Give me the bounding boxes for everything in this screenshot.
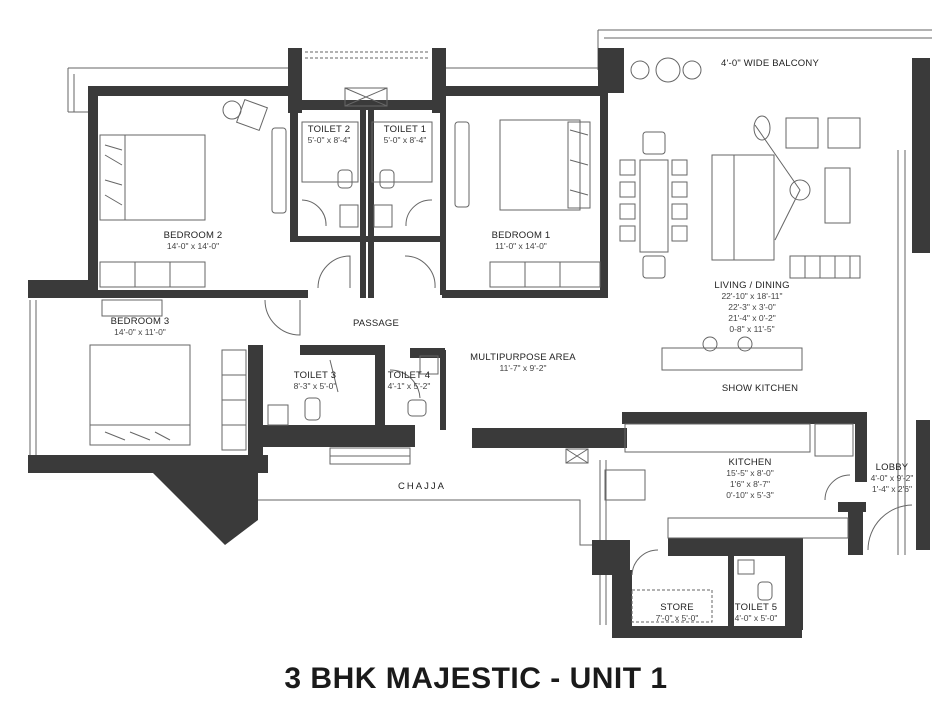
room-dimension: 21'-4" x 0'-2": [728, 313, 776, 323]
room-dimension: 7'-0" x 5'-0": [655, 613, 699, 623]
room-name: 4'-0" WIDE BALCONY: [720, 58, 820, 69]
room-label-chajja: CHAJJA: [398, 481, 446, 492]
room-dimension: 22'-10" x 18'-11": [721, 291, 783, 301]
room-name: LIVING / DINING: [714, 280, 790, 291]
room-label-multipurpose-area: MULTIPURPOSE AREA 11'-7" x 9'-2": [470, 352, 576, 374]
room-dimension: 11'-0" x 14'-0": [495, 241, 547, 251]
room-dimension: 0-8" x 11'-5": [729, 324, 775, 334]
room-name: TOILET 2: [307, 124, 351, 135]
room-label-balcony: 4'-0" WIDE BALCONY: [721, 58, 819, 69]
floor-plan: [28, 29, 932, 638]
room-label-toilet-2: TOILET 2 5'-0" x 8'-4": [308, 124, 351, 146]
room-dimension: 11'-7" x 9'-2": [499, 363, 547, 373]
room-dimension: 1'6" x 8'-7": [730, 479, 770, 489]
room-dimension: 5'-0" x 8'-4": [383, 135, 427, 145]
room-label-kitchen: KITCHEN 15'-5" x 8'-0" 1'6" x 8'-7" 0'-1…: [726, 457, 774, 501]
room-dimension: 5'-0" x 8'-4": [307, 135, 351, 145]
room-dimension: 14'-0" x 14'-0": [166, 241, 220, 251]
fixtures: [89, 51, 913, 623]
room-label-toilet-5: TOILET 5 4'-0" x 5'-0": [735, 602, 778, 624]
room-dimension: 22'-3" x 3'-0": [728, 302, 776, 312]
room-dimension: 1'-4" x 2'6": [871, 484, 912, 494]
room-label-living-dining: LIVING / DINING 22'-10" x 18'-11" 22'-3"…: [714, 280, 789, 335]
room-name: CHAJJA: [398, 481, 446, 492]
room-name: BEDROOM 2: [163, 230, 223, 241]
room-label-toilet-1: TOILET 1 5'-0" x 8'-4": [384, 124, 427, 146]
room-label-bedroom-2: BEDROOM 2 14'-0" x 14'-0": [164, 230, 223, 252]
room-name: LOBBY: [875, 462, 909, 473]
room-dimension: 4'-0" x 9'-2": [870, 473, 914, 483]
room-name: SHOW KITCHEN: [721, 383, 799, 394]
room-name: BEDROOM 3: [110, 316, 170, 327]
room-label-store: STORE 7'-0" x 5'-0": [656, 602, 699, 624]
room-name: MULTIPURPOSE AREA: [470, 352, 576, 363]
room-label-bedroom-1: BEDROOM 1 11'-0" x 14'-0": [492, 230, 551, 252]
room-dimension: 15'-5" x 8'-0": [726, 468, 774, 478]
room-name: STORE: [660, 602, 694, 613]
room-dimension: 8'-3" x 5'-0": [293, 381, 337, 391]
room-label-toilet-3: TOILET 3 8'-3" x 5'-0": [294, 370, 337, 392]
room-label-passage: PASSAGE: [353, 318, 399, 329]
room-dimension: 14'-0" x 11'-0": [114, 327, 166, 337]
room-label-toilet-4: TOILET 4 4'-1" x 5'-2": [388, 370, 431, 392]
room-name: TOILET 1: [383, 124, 427, 135]
room-label-lobby: LOBBY 4'-0" x 9'-2" 1'-4" x 2'6": [871, 462, 914, 495]
room-name: TOILET 5: [734, 602, 778, 613]
walls: [28, 48, 930, 638]
room-name: PASSAGE: [352, 318, 400, 329]
room-name: TOILET 4: [387, 370, 431, 381]
room-name: BEDROOM 1: [491, 230, 551, 241]
room-dimension: 4'-0" x 5'-0": [734, 613, 778, 623]
room-name: KITCHEN: [728, 457, 772, 468]
room-dimension: 0'-10" x 5'-3": [726, 490, 774, 500]
page-title: 3 BHK MAJESTIC - UNIT 1: [284, 662, 668, 695]
room-dimension: 4'-1" x 5'-2": [387, 381, 431, 391]
room-name: TOILET 3: [293, 370, 337, 381]
room-label-bedroom-3: BEDROOM 3 14'-0" x 11'-0": [111, 316, 170, 338]
room-label-show-kitchen: SHOW KITCHEN: [722, 383, 798, 394]
